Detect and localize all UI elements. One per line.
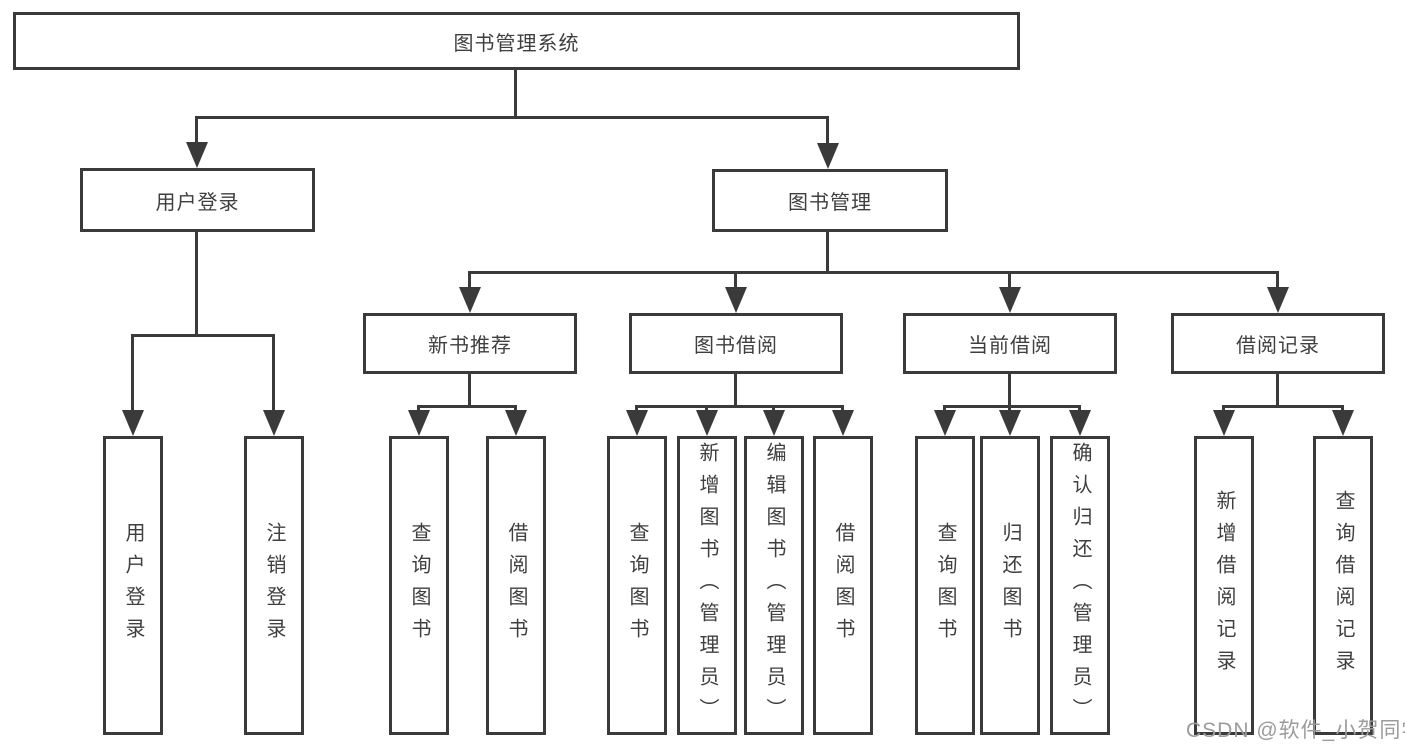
arrowhead-down-icon (459, 287, 481, 313)
connector-drop-leaf (1078, 405, 1081, 413)
connector-drop-user-login (195, 116, 198, 145)
connector-mgmt-stub (826, 232, 829, 274)
connector-records-rail (1222, 405, 1344, 408)
arrowhead-down-icon (832, 410, 854, 436)
node-book-management: 图书管理 (712, 169, 948, 232)
connector-drop-records (1276, 271, 1279, 289)
arrowhead-down-icon (817, 143, 839, 169)
connector-drop-leaf (841, 405, 844, 413)
connector-drop-leaf (1341, 405, 1344, 413)
connector-drop-book-mgmt (826, 116, 829, 145)
arrowhead-down-icon (1332, 410, 1354, 436)
connector-borrowing-rail (635, 405, 844, 408)
connector-drop-recommend (468, 271, 471, 289)
leaf-query-books-borrowing: 查询图书 (607, 436, 667, 735)
arrowhead-down-icon (122, 410, 144, 436)
leaf-edit-book-admin: 编辑图书（管理员） (744, 436, 804, 735)
leaf-query-books-current: 查询图书 (915, 436, 975, 735)
arrowhead-down-icon (725, 287, 747, 313)
connector-drop-leaf (131, 334, 134, 412)
connector-drop-leaf (272, 334, 275, 412)
arrowhead-down-icon (1069, 410, 1091, 436)
connector-level2-rail (195, 116, 829, 119)
arrowhead-down-icon (999, 287, 1021, 313)
leaf-query-borrow-record: 查询借阅记录 (1313, 436, 1373, 735)
arrowhead-down-icon (505, 410, 527, 436)
connector-root-stub (514, 70, 517, 119)
connector-level3-rail (468, 271, 1279, 274)
leaf-borrow-books-borrowing: 借阅图书 (813, 436, 873, 735)
connector-drop-leaf (705, 405, 708, 413)
connector-drop-leaf (943, 405, 946, 413)
connector-drop-leaf (514, 405, 517, 413)
arrowhead-down-icon (186, 142, 208, 168)
connector-drop-leaf (417, 405, 420, 413)
arrowhead-down-icon (934, 410, 956, 436)
node-borrowing-records: 借阅记录 (1171, 313, 1385, 374)
arrowhead-down-icon (1267, 287, 1289, 313)
arrowhead-down-icon (763, 410, 785, 436)
leaf-return-book: 归还图书 (980, 436, 1040, 735)
leaf-logout: 注销登录 (244, 436, 304, 735)
connector-recommend-stub (468, 374, 471, 408)
arrowhead-down-icon (999, 410, 1021, 436)
arrowhead-down-icon (626, 410, 648, 436)
connector-recommend-rail (417, 405, 517, 408)
connector-login-stub (195, 232, 198, 337)
connector-drop-leaf (635, 405, 638, 413)
node-user-login: 用户登录 (80, 168, 315, 232)
node-current-borrowing: 当前借阅 (903, 313, 1117, 374)
arrowhead-down-icon (408, 410, 430, 436)
arrowhead-down-icon (1213, 410, 1235, 436)
leaf-query-books-recommend: 查询图书 (389, 436, 449, 735)
leaf-confirm-return-admin: 确认归还（管理员） (1050, 436, 1110, 735)
connector-login-rail (131, 334, 275, 337)
connector-drop-leaf (772, 405, 775, 413)
connector-drop-current (1008, 271, 1011, 289)
leaf-add-borrow-record: 新增借阅记录 (1194, 436, 1254, 735)
connector-drop-borrowing (734, 271, 737, 289)
connector-borrowing-stub (734, 374, 737, 408)
connector-current-rail (943, 405, 1081, 408)
connector-current-stub (1008, 374, 1011, 408)
connector-drop-leaf (1222, 405, 1225, 413)
node-new-book-recommend: 新书推荐 (363, 313, 577, 374)
connector-records-stub (1276, 374, 1279, 408)
csdn-watermark: CSDN @软件_小贺同学 (1186, 719, 1405, 742)
leaf-add-book-admin: 新增图书（管理员） (677, 436, 737, 735)
leaf-borrow-books-recommend: 借阅图书 (486, 436, 546, 735)
arrowhead-down-icon (263, 410, 285, 436)
leaf-user-login: 用户登录 (103, 436, 163, 735)
root-node: 图书管理系统 (13, 12, 1020, 70)
connector-drop-leaf (1008, 405, 1011, 413)
node-book-borrowing: 图书借阅 (629, 313, 843, 374)
arrowhead-down-icon (696, 410, 718, 436)
